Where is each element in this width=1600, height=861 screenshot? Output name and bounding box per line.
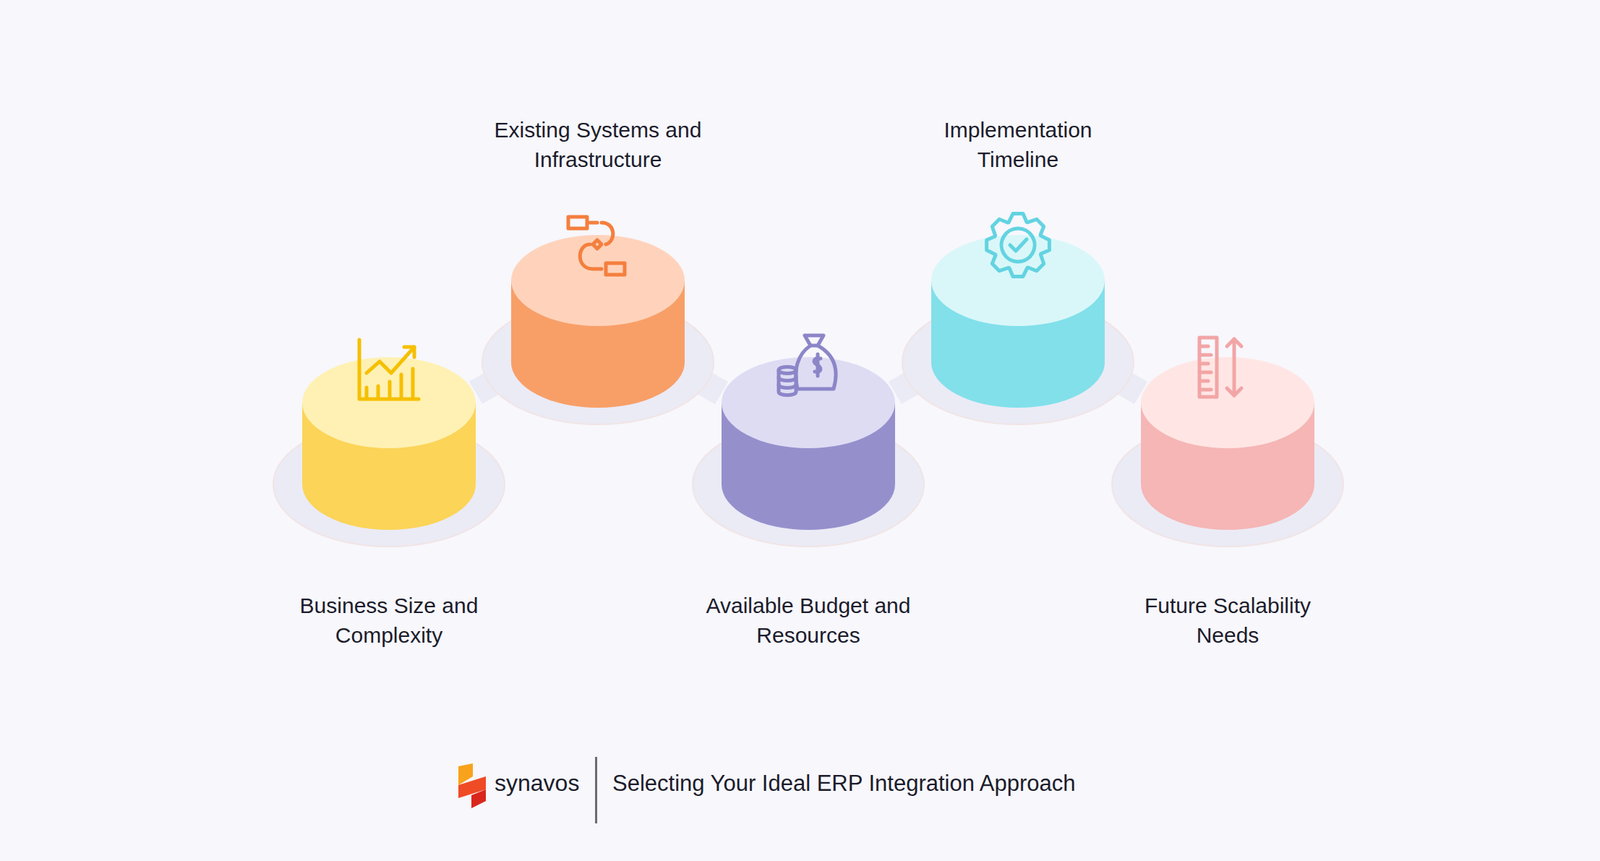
cylinder-shape [931, 234, 1105, 408]
node-label: Business Size and Complexity [284, 590, 494, 650]
divider-bar [595, 756, 598, 824]
cylinder-shape [1140, 357, 1315, 530]
node-label: Available Budget and Resources [703, 590, 914, 650]
cylinder-shape [302, 357, 476, 530]
cylinder-node: Future Scalability Needs [1140, 357, 1315, 530]
cylinder-node: Business Size and Complexity [302, 357, 476, 530]
cylinder-node: Existing Systems and Infrastructure [511, 234, 685, 408]
node-label: Existing Systems and Infrastructure [493, 114, 703, 175]
cylinder-shape [511, 234, 685, 408]
node-icon [568, 216, 625, 275]
cylinder-node: Available Budget and Resources [721, 357, 896, 530]
brand-name: synavos [494, 769, 580, 797]
logo-mark [454, 763, 491, 809]
node-icon [1199, 337, 1242, 397]
node-icon [778, 335, 836, 396]
node-icon [359, 339, 419, 400]
cylinder-shape [721, 357, 896, 530]
node-icon [986, 214, 1050, 277]
cylinder-node: Implementation Timeline [931, 234, 1105, 408]
node-label: Future Scalability Needs [1122, 590, 1333, 650]
node-label: Implementation Timeline [913, 114, 1123, 175]
caption: Selecting Your Ideal ERP Integration App… [612, 770, 1076, 797]
